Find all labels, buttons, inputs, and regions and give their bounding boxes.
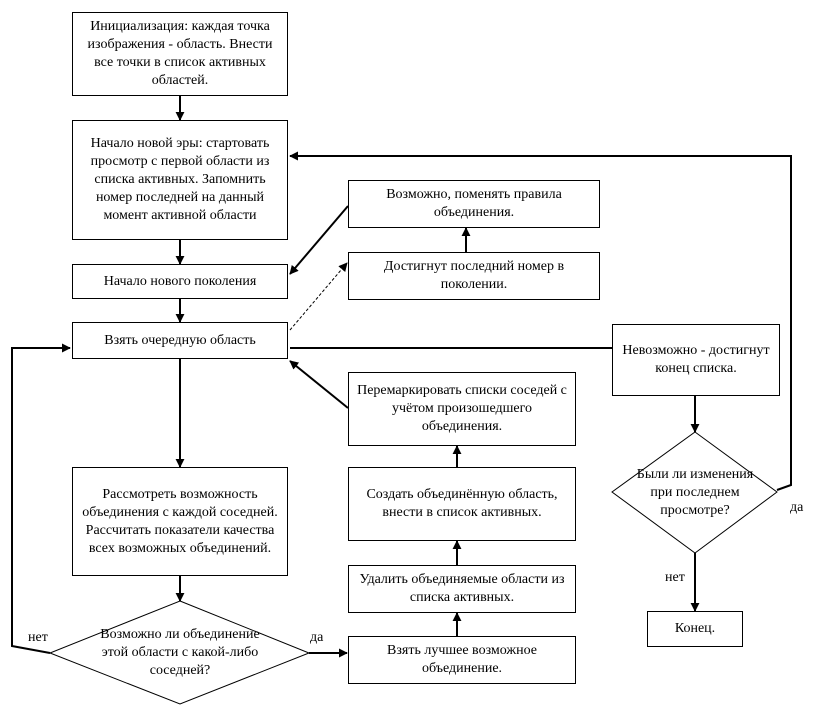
change-rules-text: Возможно, поменять правила объединения. bbox=[386, 187, 562, 220]
new-era-box: Начало новой эры: стартовать просмотр с … bbox=[72, 120, 288, 240]
end-text: Конец. bbox=[674, 621, 716, 636]
take-next-text: Взять очередную область bbox=[104, 332, 256, 348]
arrow-rules-to-generation bbox=[289, 205, 349, 275]
label-yes-merge: да bbox=[310, 630, 324, 645]
decision-merge-diamond bbox=[48, 600, 311, 705]
label-no-changes: нет bbox=[665, 570, 685, 585]
decision-merge-text: Возможно ли объединение этой области с к… bbox=[100, 627, 260, 678]
decision-changes-text: Были ли изменения при последнем просмотр… bbox=[636, 467, 754, 518]
new-era-text: Начало новой эры: стартовать просмотр с … bbox=[90, 136, 270, 223]
take-best-text: Взять лучшее возможное объединение. bbox=[387, 643, 537, 676]
end-of-list-box: Невозможно - достигнут конец списка. bbox=[612, 324, 780, 396]
dotted-next-to-last bbox=[289, 262, 348, 331]
remark-neighbors-text: Перемаркировать списки соседей с учётом … bbox=[357, 383, 567, 434]
last-number-box: Достигнут последний номер в поколении. bbox=[348, 252, 600, 300]
take-best-box: Взять лучшее возможное объединение. bbox=[348, 636, 576, 684]
consider-merge-box: Рассмотреть возможность объединения с ка… bbox=[72, 467, 288, 576]
arrow-yes-loop-era bbox=[289, 151, 792, 491]
arrow-remark-to-next bbox=[289, 360, 349, 409]
consider-merge-text: Рассмотреть возможность объединения с ка… bbox=[82, 486, 278, 556]
take-next-box: Взять очередную область bbox=[72, 322, 288, 359]
end-box: Конец. bbox=[647, 611, 743, 647]
end-of-list-text: Невозможно - достигнут конец списка. bbox=[622, 343, 770, 376]
last-number-text: Достигнут последний номер в поколении. bbox=[383, 259, 565, 292]
new-generation-text: Начало нового поколения bbox=[103, 273, 257, 289]
label-yes-changes: да bbox=[790, 500, 804, 515]
create-merged-box: Создать объединённую область, внести в с… bbox=[348, 467, 576, 541]
decision-changes-text-wrap: Были ли изменения при последнем просмотр… bbox=[636, 456, 754, 530]
init-box: Инициализация: каждая точка изображения … bbox=[72, 12, 288, 96]
label-no-merge: нет bbox=[28, 630, 48, 645]
remark-neighbors-box: Перемаркировать списки соседей с учётом … bbox=[348, 372, 576, 446]
create-merged-text: Создать объединённую область, внести в с… bbox=[366, 487, 558, 520]
remove-merged-box: Удалить объединяемые области из списка а… bbox=[348, 565, 576, 613]
new-generation-box: Начало нового поколения bbox=[72, 264, 288, 299]
change-rules-box: Возможно, поменять правила объединения. bbox=[348, 180, 600, 228]
remove-merged-text: Удалить объединяемые области из списка а… bbox=[359, 572, 565, 605]
init-text: Инициализация: каждая точка изображения … bbox=[87, 19, 273, 88]
decision-changes-diamond bbox=[611, 431, 778, 554]
decision-merge-text-wrap: Возможно ли объединение этой области с к… bbox=[88, 614, 272, 692]
arrow-no-loop bbox=[11, 343, 71, 654]
